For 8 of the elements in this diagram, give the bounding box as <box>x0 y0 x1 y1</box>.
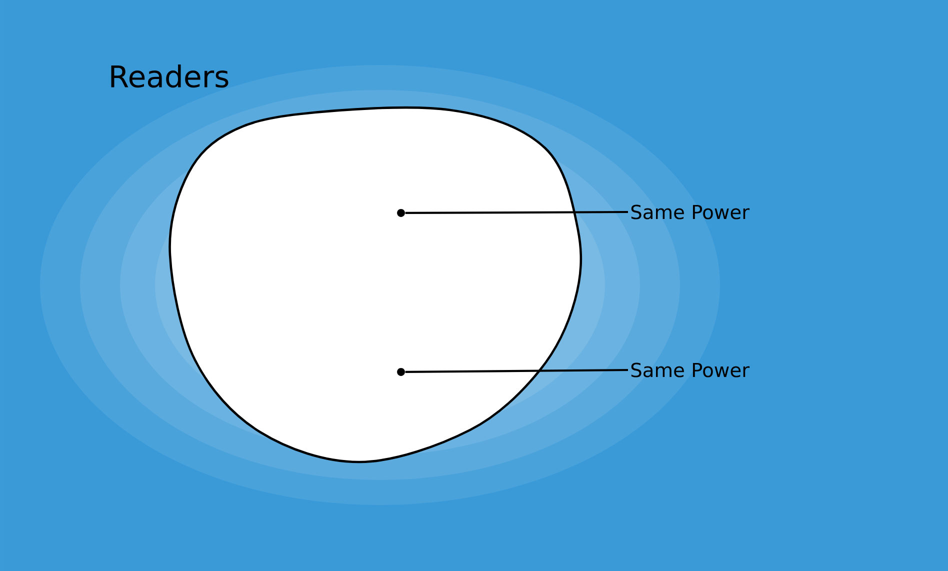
dot <box>397 368 405 376</box>
leader-line <box>405 368 628 374</box>
title: Readers <box>111 64 228 88</box>
dot <box>397 209 405 217</box>
label-text: Same Power <box>631 362 750 378</box>
lens-drawing <box>168 106 582 464</box>
label-text: Same Power <box>631 204 750 220</box>
leader-line <box>405 210 628 214</box>
